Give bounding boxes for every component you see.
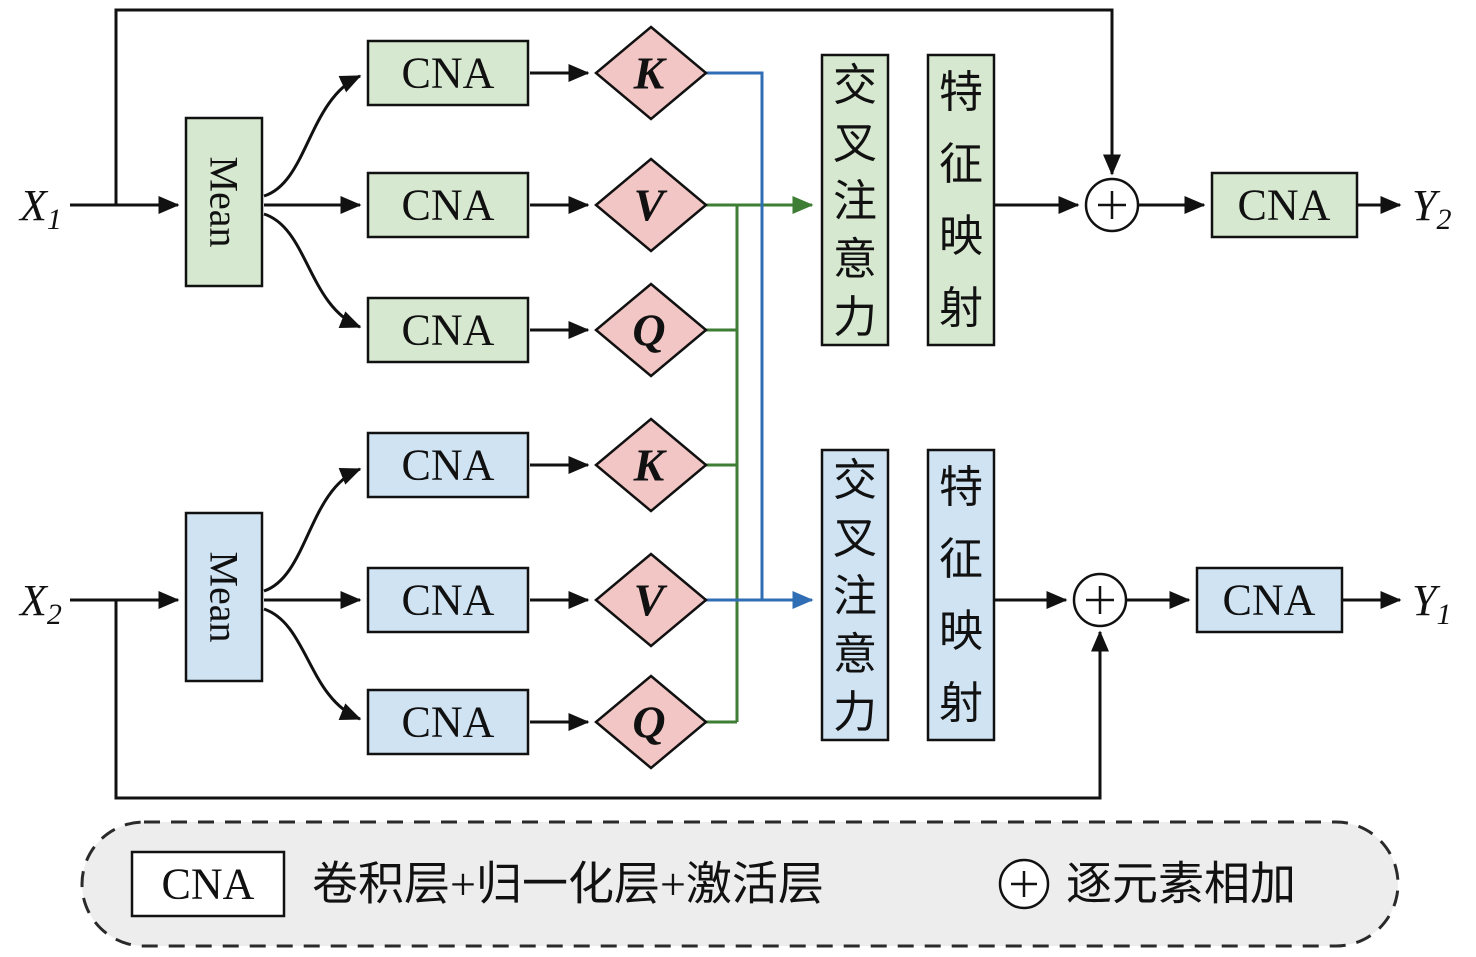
mean-to-cna-k-wire-bottom — [263, 467, 362, 593]
add-node-top — [1084, 177, 1140, 233]
legend-add-description: 逐元素相加 — [1066, 859, 1296, 910]
mean-label-bottom: Mean — [202, 551, 247, 642]
feature-mapping-box-bottom — [926, 448, 996, 742]
mean-to-cna-k-wire-top — [263, 74, 362, 198]
input-x1-label: X1 — [18, 181, 62, 236]
mean-to-cna-q-wire-top — [263, 212, 362, 329]
legend-cna-label: CNA — [162, 860, 255, 909]
q-label-top: Q — [632, 305, 665, 356]
output-cna-label-bottom: CNA — [1223, 576, 1316, 625]
legend-background — [80, 820, 1400, 948]
cna-label-top-k: CNA — [402, 49, 495, 98]
cna-label-top-v: CNA — [402, 181, 495, 230]
k-label-top: K — [633, 48, 668, 99]
input-x2-label: X2 — [18, 576, 62, 631]
output-cna-box-top — [1210, 171, 1359, 239]
x1-skip-connection-wire — [114, 8, 1121, 205]
cross-attention-label-bottom: 交叉注意力 — [833, 456, 877, 737]
v-label-bottom: V — [634, 575, 668, 626]
q-diamond-top — [594, 282, 708, 378]
x2-skip-connection-wire — [114, 600, 1109, 800]
cross-attention-box-top — [820, 53, 890, 347]
output-cna-label-top: CNA — [1238, 181, 1331, 230]
q-label-bottom: Q — [632, 697, 665, 748]
feature-mapping-box-top — [926, 53, 996, 347]
q-diamond-bottom — [594, 674, 708, 770]
add-icon — [1086, 586, 1114, 614]
cross-attention-label-top: 交叉注意力 — [833, 61, 877, 342]
feature-mapping-label-bottom: 特征映射 — [939, 463, 983, 728]
add-icon — [1098, 191, 1126, 219]
mean-box-bottom — [184, 511, 264, 683]
cna-box-top-q — [366, 296, 530, 364]
feature-mapping-label-top: 特征映射 — [939, 68, 983, 333]
cna-box-top-k — [366, 39, 530, 107]
k-top-to-blue-bus-wire — [706, 71, 764, 600]
cna-label-bottom-q: CNA — [402, 698, 495, 747]
cna-label-bottom-v: CNA — [402, 576, 495, 625]
cna-label-top-q: CNA — [402, 306, 495, 355]
mean-box-top — [184, 116, 264, 288]
output-y2-label: Y2 — [1412, 181, 1451, 236]
v-label-top: V — [634, 180, 668, 231]
legend: CNA 卷积层+归一化层+激活层 逐元素相加 — [80, 820, 1400, 948]
output-y1-label: Y1 — [1412, 576, 1451, 631]
v-diamond-top — [594, 157, 708, 253]
mean-label-top: Mean — [202, 156, 247, 247]
k-label-bottom: K — [633, 440, 668, 491]
mean-to-cna-q-wire-bottom — [263, 607, 362, 721]
v-diamond-bottom — [594, 552, 708, 648]
cna-box-bottom-k — [366, 431, 530, 499]
output-cna-box-bottom — [1195, 566, 1344, 634]
cna-box-top-v — [366, 171, 530, 239]
cna-label-bottom-k: CNA — [402, 441, 495, 490]
legend-cna-box — [130, 850, 286, 918]
k-diamond-bottom — [594, 417, 708, 513]
legend-add-node — [998, 858, 1050, 910]
legend-cna-description: 卷积层+归一化层+激活层 — [312, 859, 824, 910]
add-icon — [1011, 871, 1037, 897]
cna-box-bottom-v — [366, 566, 530, 634]
cna-box-bottom-q — [366, 688, 530, 756]
add-node-bottom — [1072, 572, 1128, 628]
k-diamond-top — [594, 25, 708, 121]
cross-attention-box-bottom — [820, 448, 890, 742]
